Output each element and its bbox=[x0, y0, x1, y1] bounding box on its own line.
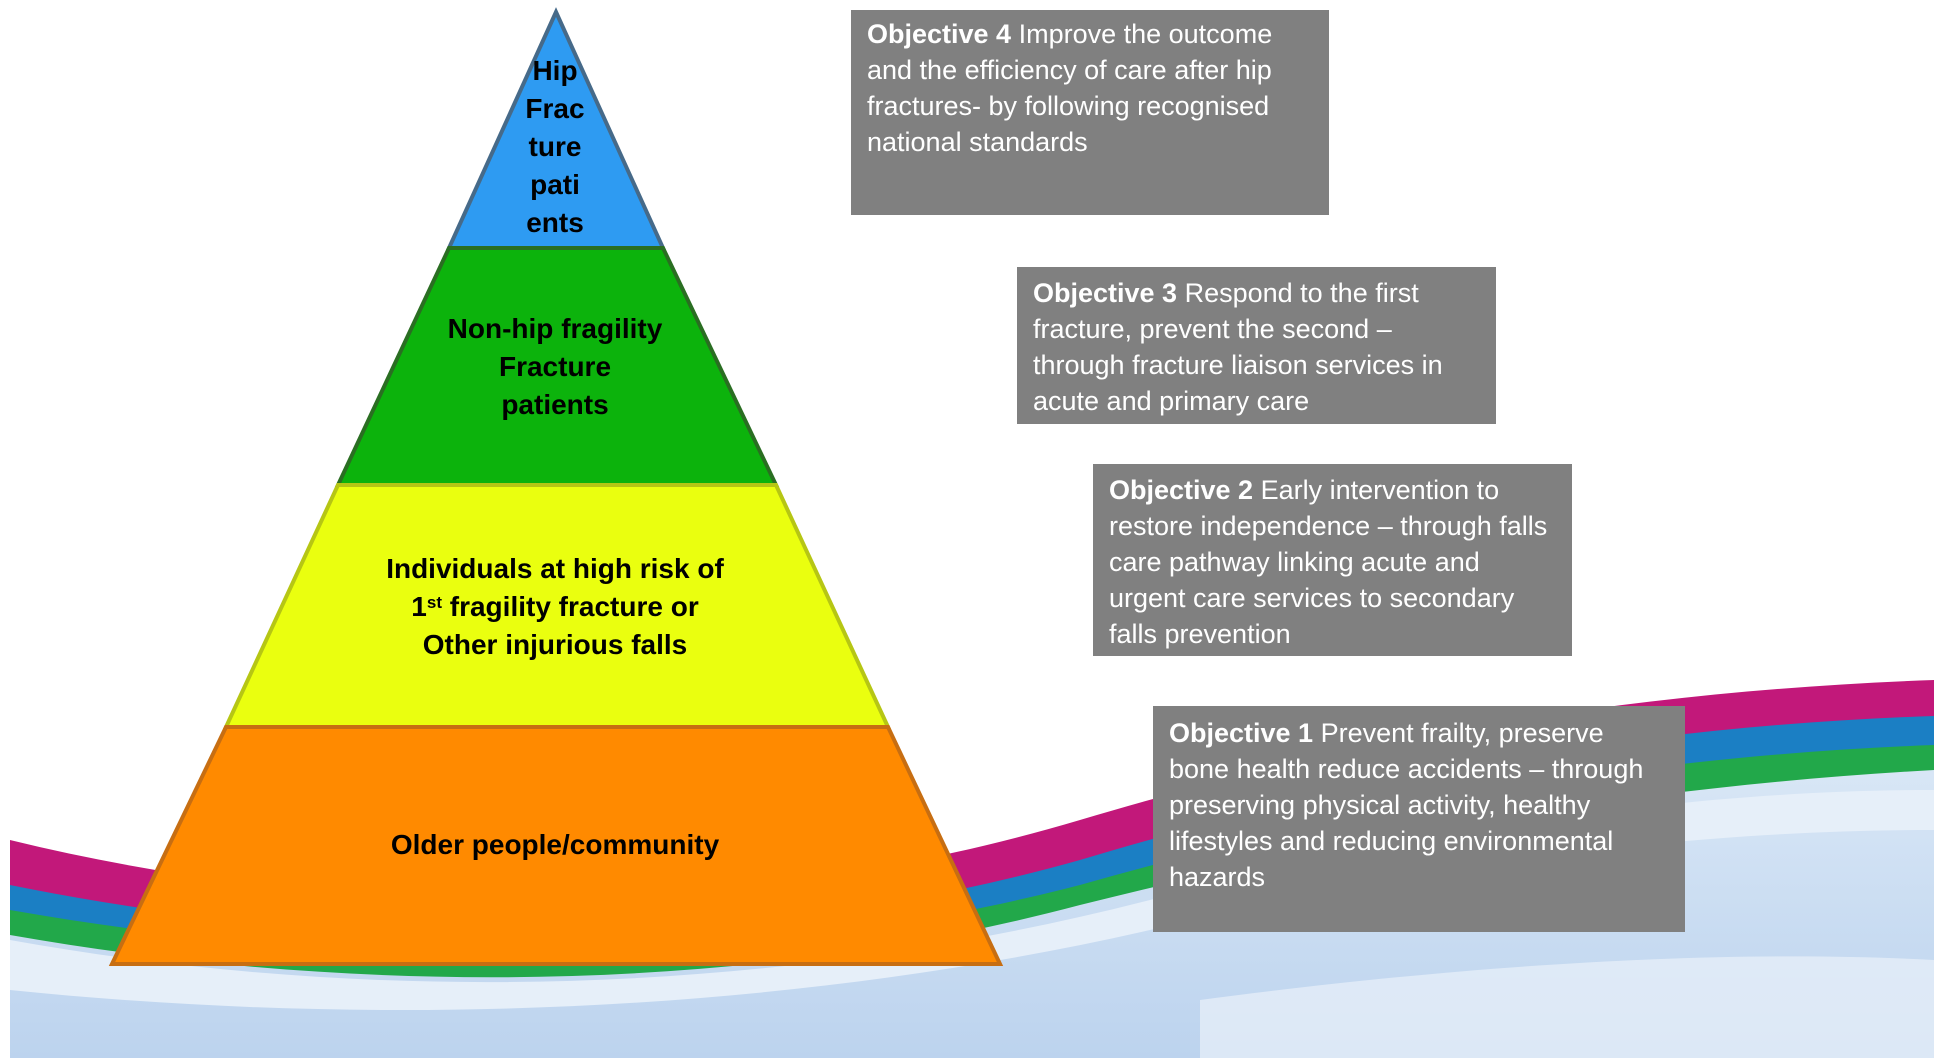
objective-text: Respond to the first fracture, prevent t… bbox=[1033, 278, 1443, 416]
objective-title: Objective 4 bbox=[867, 19, 1012, 49]
tier-label-older-people-community: Older people/community bbox=[250, 826, 860, 864]
ordinal-number: 1 bbox=[411, 591, 427, 622]
tier-label-line: pati bbox=[530, 169, 580, 200]
objective-title: Objective 2 bbox=[1109, 475, 1254, 505]
tier-label-line: Fracture bbox=[498, 351, 612, 382]
pyramid bbox=[108, 7, 1004, 966]
tier-label-line: 1st fragility fracture or bbox=[290, 588, 820, 626]
objective-2-box: Objective 2 Early intervention to restor… bbox=[1093, 464, 1572, 656]
tier-label-line: Hip bbox=[532, 55, 578, 86]
wave-fade bbox=[1200, 956, 1934, 1058]
tier-label-line: patients bbox=[501, 389, 609, 420]
tier-label-line: ture bbox=[528, 131, 582, 162]
objective-text: Early intervention to restore independen… bbox=[1109, 475, 1548, 649]
tier-label-line: Non-hip fragility bbox=[447, 313, 663, 344]
objective-text: Prevent frailty, preserve bone health re… bbox=[1169, 718, 1644, 892]
tier-label-text: fragility fracture or bbox=[441, 591, 699, 622]
objective-title: Objective 1 bbox=[1169, 718, 1314, 748]
tier-label-line: ents bbox=[526, 207, 584, 238]
objective-3-box: Objective 3 Respond to the first fractur… bbox=[1017, 267, 1496, 424]
objective-4-box: Objective 4 Improve the outcome and the … bbox=[851, 10, 1329, 215]
objective-text: Improve the outcome and the efficiency o… bbox=[867, 19, 1273, 157]
tier-label-line: Frac bbox=[525, 93, 585, 124]
tier-label-hip-fracture-patients: Hip Frac ture pati ents bbox=[510, 52, 600, 242]
tier-label-line: Other injurious falls bbox=[422, 629, 688, 660]
ordinal-suffix: st bbox=[426, 593, 442, 612]
objective-title: Objective 3 bbox=[1033, 278, 1178, 308]
pyramid-tier-older bbox=[108, 725, 1004, 966]
tier-label-high-risk-individuals: Individuals at high risk of 1st fragilit… bbox=[290, 550, 820, 664]
tier-label-non-hip-fragility: Non-hip fragility Fracture patients bbox=[380, 310, 730, 424]
tier-label-line: Individuals at high risk of bbox=[386, 553, 724, 584]
tier-label-line: Older people/community bbox=[390, 829, 720, 860]
objective-1-box: Objective 1 Prevent frailty, preserve bo… bbox=[1153, 706, 1685, 932]
